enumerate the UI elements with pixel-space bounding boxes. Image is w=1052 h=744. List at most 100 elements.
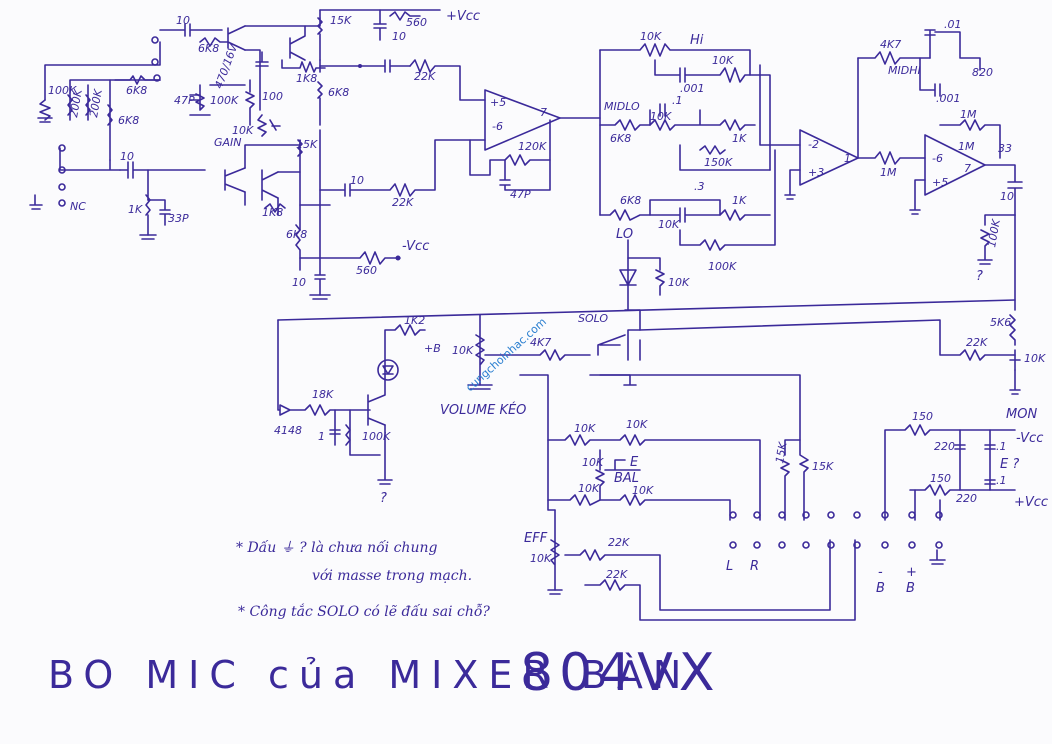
label-pin-b2: B <box>906 581 915 596</box>
label-op-minus6: -6 <box>492 120 503 133</box>
label-bal-10k-b: 10K <box>626 418 648 431</box>
label-r6k8-e: 6K8 <box>286 228 307 241</box>
label-r820: 820 <box>972 66 993 79</box>
label-r100k-in: 100K <box>48 84 77 97</box>
label-bal-10k-c: 10K <box>578 482 600 495</box>
label-hi-c: .001 <box>680 82 705 95</box>
label-r100k-q: 100K <box>362 430 391 443</box>
label-r1k2: 1K2 <box>404 314 425 327</box>
label-r10k-gain: 10K <box>232 124 254 137</box>
label-midlo-6k8: 6K8 <box>610 132 631 145</box>
label-r1m: 1M <box>880 166 897 179</box>
label-eff-22k-a: 22K <box>608 536 630 549</box>
label-vcc-neg-r: -Vcc <box>1016 431 1043 446</box>
opamp-3 <box>909 134 1023 395</box>
note-line-1: * Dấu ⏚ ? là chưa nối chung <box>236 539 437 556</box>
label-r10k-led: 10K <box>668 276 690 289</box>
page-title: BO MIC của MIXER BÀN <box>48 653 691 697</box>
opamp-1 <box>469 89 601 191</box>
label-volume: VOLUME KÉO <box>440 402 526 418</box>
label-vcc-pos: +Vcc <box>446 9 480 24</box>
label-op2-p3: +3 <box>808 166 824 179</box>
label-r6k8-c: 6K8 <box>118 114 139 127</box>
label-op3-m6: -6 <box>932 152 943 165</box>
label-d4148: 4148 <box>274 424 302 437</box>
label-lo-1k: 1K <box>732 194 747 207</box>
label-op3-7: 7 <box>964 162 971 175</box>
label-r200k-b: 200K <box>87 88 105 119</box>
solo-volume-section <box>277 239 1016 521</box>
label-pin-minus-b: - <box>878 565 883 580</box>
label-r560-top: 560 <box>406 16 427 29</box>
label-c10-out: 10 <box>1000 190 1014 203</box>
label-pin-r: R <box>750 559 759 574</box>
label-r1k-in: 1K <box>128 203 143 216</box>
note-line-3: * Công tắc SOLO có lẽ đấu sai chỗ? <box>238 602 490 620</box>
label-pin-l: L <box>726 559 733 574</box>
label-eff-10k: 10K <box>530 552 552 565</box>
label-op-plus5: +5 <box>490 96 506 109</box>
label-r15k-s1: 15K <box>773 441 790 465</box>
label-c33p: 33P <box>168 212 189 225</box>
label-r33: 33 <box>998 142 1012 155</box>
label-hi-10k: 10K <box>640 30 662 43</box>
label-r100k-fb: 100K <box>708 260 737 273</box>
label-r100: 100 <box>262 90 283 103</box>
eff-connector-section <box>547 424 1016 621</box>
label-hi-10k-b: 10K <box>712 54 734 67</box>
label-lo-c: .3 <box>694 180 705 193</box>
label-c-point1-a: .1 <box>996 440 1007 453</box>
label-bal-10k-pot: 10K <box>582 456 604 469</box>
label-r1m-c: 1M <box>958 140 975 153</box>
preamp-section <box>29 9 486 300</box>
component-labels: 10 6K8 15K 560 +Vcc 10 470/16V 100K 100 … <box>48 9 1048 596</box>
label-r100k-out: 100K <box>985 218 1003 249</box>
label-r6k8-b: 6K8 <box>328 86 349 99</box>
label-r10k-mon: 10K <box>1024 352 1046 365</box>
label-eff-22k-b: 22K <box>606 568 628 581</box>
label-vcc-pos-r: +Vcc <box>1014 495 1048 510</box>
label-r6k8-a: 6K8 <box>198 42 219 55</box>
label-op-7: 7 <box>540 106 547 119</box>
label-c-point1-b: .1 <box>996 474 1007 487</box>
label-midlo-10k: 10K <box>650 110 672 123</box>
label-c1: 1 <box>318 430 325 443</box>
label-pin-plus-b: + <box>906 565 917 580</box>
label-hi: Hi <box>690 33 704 48</box>
label-lo-10k: 10K <box>658 218 680 231</box>
label-r22k-mid: 22K <box>392 196 414 209</box>
label-op2-m2: -2 <box>808 138 819 151</box>
label-r5k6: 5K6 <box>990 316 1011 329</box>
label-r22k-top: 22K <box>414 70 436 83</box>
label-midhi-4k7: 4K7 <box>880 38 901 51</box>
label-r150-b: 150 <box>930 472 951 485</box>
label-c10-mid: 10 <box>350 174 364 187</box>
label-midlo-c: .1 <box>672 94 683 107</box>
label-r15k-s2: 15K <box>812 460 834 473</box>
label-r22k-mon: 22K <box>966 336 988 349</box>
label-plus-b: +B <box>424 342 441 355</box>
connector-pins <box>729 511 943 549</box>
label-r10k-vol: 10K <box>452 344 474 357</box>
label-q-mark-1: ? <box>976 269 983 284</box>
label-r560-bot: 560 <box>356 264 377 277</box>
label-midhi: MIDHI <box>888 64 921 77</box>
label-c47p: 47P <box>174 94 195 107</box>
label-midlo-1k: 1K <box>732 132 747 145</box>
label-bal-10k-d: 10K <box>632 484 654 497</box>
label-r100k-a: 100K <box>210 94 239 107</box>
label-q-mark-2: ? <box>380 491 387 506</box>
label-eff: EFF <box>524 531 548 546</box>
label-solo: SOLO <box>578 312 608 325</box>
label-bal-10k-a: 10K <box>574 422 596 435</box>
label-lo: LO <box>616 227 633 242</box>
label-op3-p5: +5 <box>932 176 948 189</box>
label-mon: MON <box>1006 407 1037 422</box>
label-nc: NC <box>70 200 86 213</box>
label-r1k8-b: 1K8 <box>262 206 283 219</box>
model-title: 804VX <box>520 643 720 703</box>
label-r1k8: 1K8 <box>296 72 317 85</box>
label-r10-bot: 10 <box>292 276 306 289</box>
label-c10-top: 10 <box>176 14 190 27</box>
